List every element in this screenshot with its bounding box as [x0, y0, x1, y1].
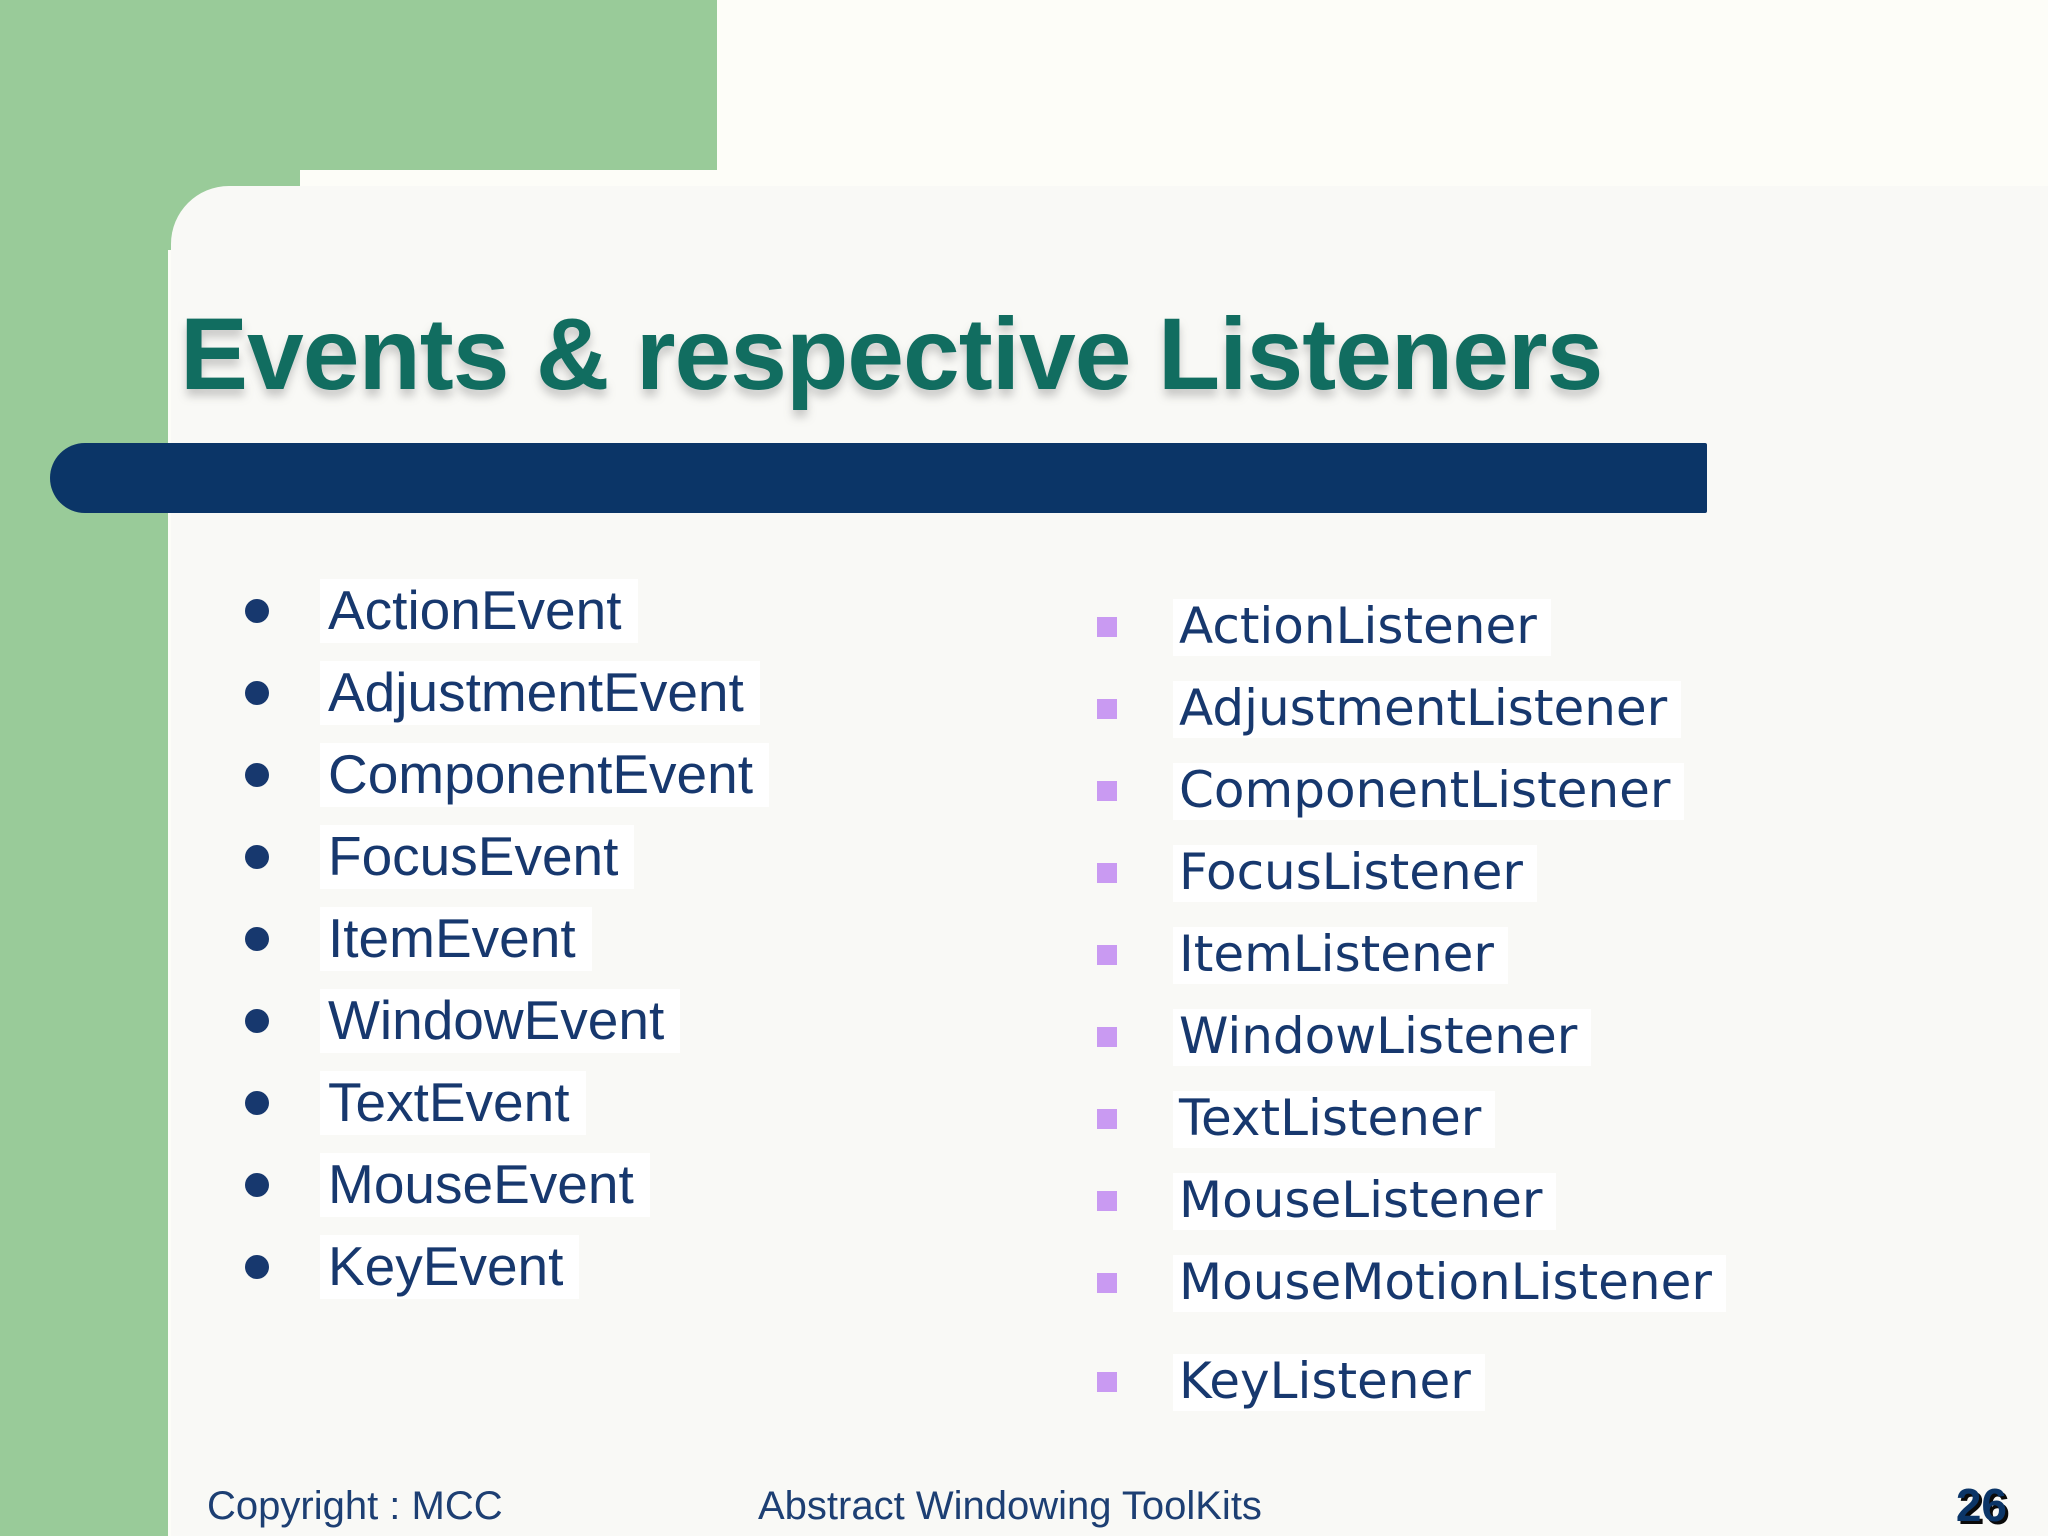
bullet-dot-icon [245, 681, 269, 705]
bullet-dot-icon [245, 599, 269, 623]
event-item-label: MouseEvent [320, 1152, 650, 1218]
listener-list-item: KeyListener [1097, 1341, 1726, 1423]
footer-copyright: Copyright : MCC [207, 1484, 503, 1528]
event-item-label: ComponentEvent [320, 742, 769, 808]
listener-list-item: MouseMotionListener [1097, 1242, 1726, 1324]
bullet-square-icon [1097, 1027, 1117, 1047]
bullet-square-icon [1097, 617, 1117, 637]
bullet-square-icon [1097, 863, 1117, 883]
bullet-square-icon [1097, 1109, 1117, 1129]
listener-item-label: MouseListener [1173, 1172, 1557, 1230]
bullet-square-icon [1097, 1273, 1117, 1293]
event-item-label: WindowEvent [320, 988, 681, 1054]
bullet-square-icon [1097, 945, 1117, 965]
listener-list-item: ComponentListener [1097, 750, 1726, 832]
bullet-dot-icon [245, 845, 269, 869]
listener-item-label: ItemListener [1173, 926, 1508, 984]
listener-item-label: MouseMotionListener [1173, 1254, 1726, 1312]
bullet-dot-icon [245, 1009, 269, 1033]
event-list-item: FocusEvent [245, 816, 769, 898]
bullet-square-icon [1097, 699, 1117, 719]
title-underline-bar [50, 443, 1707, 513]
event-list-item: MouseEvent [245, 1144, 769, 1226]
event-list-item: ActionEvent [245, 570, 769, 652]
bullet-square-icon [1097, 781, 1117, 801]
listener-list-item: WindowListener [1097, 996, 1726, 1078]
listener-list-item: TextListener [1097, 1078, 1726, 1160]
footer-center-text: Abstract Windowing ToolKits [758, 1484, 1262, 1528]
page-number: 26 [1955, 1479, 2007, 1531]
bullet-square-icon [1097, 1372, 1117, 1392]
event-item-label: ActionEvent [320, 578, 638, 644]
slide-title: Events & respective Listeners [180, 297, 1603, 411]
event-item-label: FocusEvent [320, 824, 635, 890]
accent-column-left [0, 0, 168, 1536]
bullet-dot-icon [245, 1255, 269, 1279]
event-list-item: WindowEvent [245, 980, 769, 1062]
event-item-label: TextEvent [320, 1070, 586, 1136]
listener-item-label: FocusListener [1173, 844, 1537, 902]
listener-list-item: ItemListener [1097, 914, 1726, 996]
event-item-label: AdjustmentEvent [320, 660, 760, 726]
event-list-item: TextEvent [245, 1062, 769, 1144]
listener-list-item: ActionListener [1097, 586, 1726, 668]
event-list-item: AdjustmentEvent [245, 652, 769, 734]
listener-list-item: FocusListener [1097, 832, 1726, 914]
event-list-item: KeyEvent [245, 1226, 769, 1308]
listeners-list: ActionListener AdjustmentListener Compon… [1097, 586, 1726, 1423]
bullet-square-icon [1097, 1191, 1117, 1211]
listener-item-label: AdjustmentListener [1173, 680, 1682, 738]
listener-item-label: WindowListener [1173, 1008, 1592, 1066]
event-list-item: ComponentEvent [245, 734, 769, 816]
bullet-dot-icon [245, 763, 269, 787]
bullet-dot-icon [245, 927, 269, 951]
listener-item-label: KeyListener [1173, 1353, 1485, 1411]
listener-item-label: ActionListener [1173, 598, 1551, 656]
event-list-item: ItemEvent [245, 898, 769, 980]
listener-item-label: ComponentListener [1173, 762, 1685, 820]
bullet-dot-icon [245, 1173, 269, 1197]
listener-item-label: TextListener [1173, 1090, 1496, 1148]
events-list: ActionEvent AdjustmentEvent ComponentEve… [245, 570, 769, 1308]
bullet-dot-icon [245, 1091, 269, 1115]
event-item-label: ItemEvent [320, 906, 592, 972]
listener-list-item: MouseListener [1097, 1160, 1726, 1242]
listener-list-item: AdjustmentListener [1097, 668, 1726, 750]
event-item-label: KeyEvent [320, 1234, 580, 1300]
